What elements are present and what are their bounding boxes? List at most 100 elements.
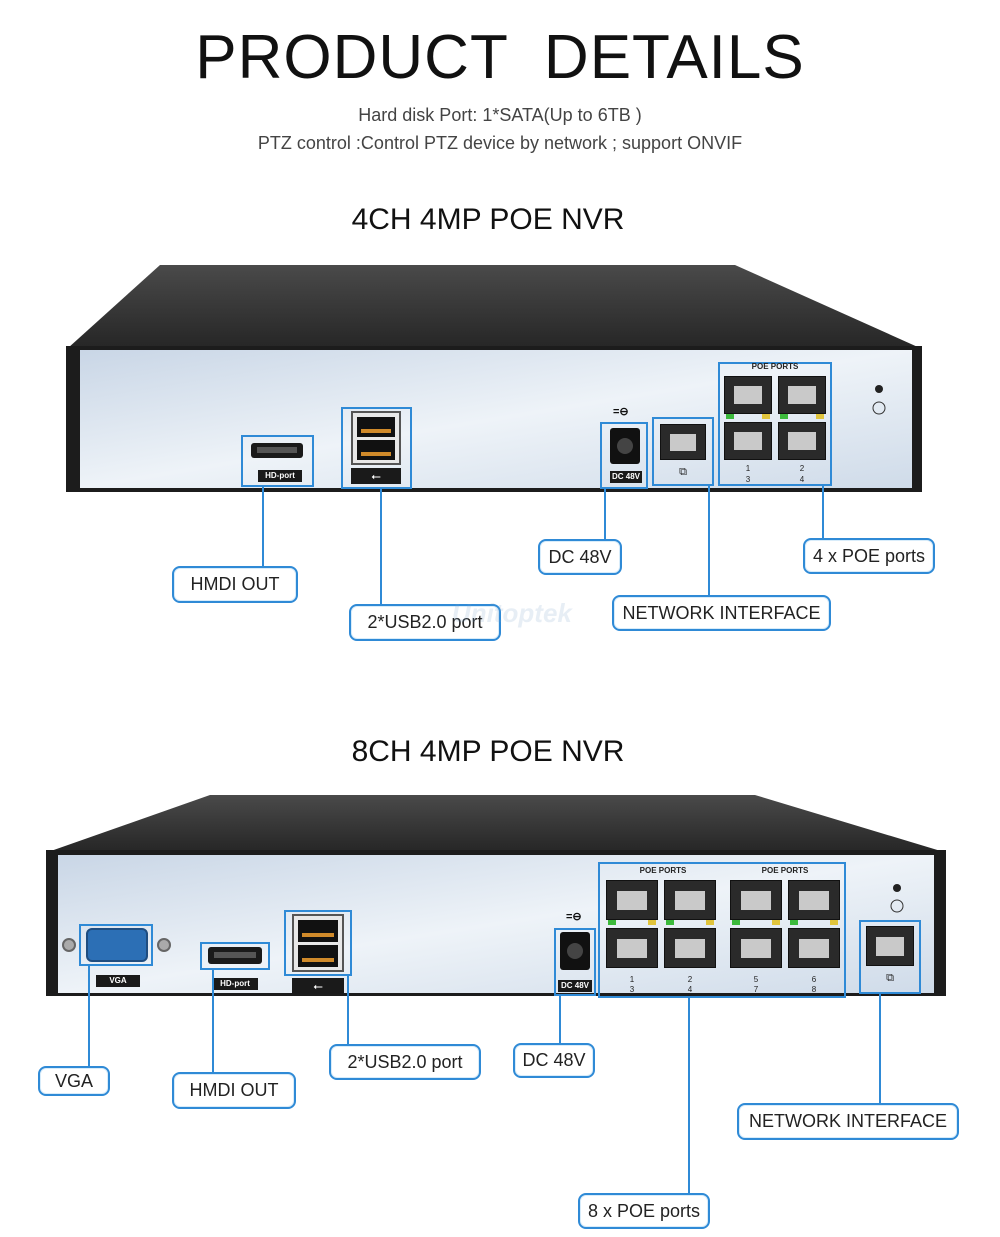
nvr4-usb-callout: 2*USB2.0 port xyxy=(349,604,501,641)
nvr4-dc-polarity-icon: =⊖ xyxy=(613,406,629,418)
ptz-spec: PTZ control :Control PTZ device by netwo… xyxy=(257,133,743,153)
nvr4-device-image xyxy=(0,0,1000,500)
nvr4-port-number: 2 xyxy=(799,464,805,473)
nvr4-poe-port-3 xyxy=(724,422,772,460)
nvr4-hdmi-highlight xyxy=(241,435,314,487)
nvr8-led xyxy=(608,920,616,925)
nvr4-title: 4CH 4MP POE NVR xyxy=(351,203,625,236)
nvr8-hdmi-leader xyxy=(212,970,214,1074)
nvr4-network-icon: ⧉ xyxy=(679,466,687,478)
nvr8-led xyxy=(732,920,740,925)
nvr4-hd-port-label: HD-port xyxy=(258,470,302,482)
nvr8-hdmi-highlight xyxy=(200,942,270,970)
hard-disk-spec: Hard disk Port: 1*SATA(Up to 6TB ) xyxy=(358,105,642,125)
nvr8-led xyxy=(772,920,780,925)
nvr8-port-number: 6 xyxy=(811,975,817,984)
nvr4-hdmi-callout: HMDI OUT xyxy=(172,566,298,603)
nvr8-port-number: 3 xyxy=(629,985,635,994)
nvr4-led xyxy=(780,414,788,419)
nvr4-hdmi-leader xyxy=(262,487,264,567)
nvr8-poe-port-7 xyxy=(730,928,782,968)
nvr8-poe-port-6 xyxy=(788,880,840,920)
nvr4-usb-leader xyxy=(380,489,382,606)
nvr8-led xyxy=(706,920,714,925)
nvr8-port-number: 7 xyxy=(753,985,759,994)
nvr8-dc-jack xyxy=(560,932,590,970)
nvr8-poe-port-1 xyxy=(606,880,658,920)
nvr8-vga-leader xyxy=(88,966,90,1068)
nvr8-usb-ports xyxy=(292,914,344,972)
nvr8-hdmi-callout: HMDI OUT xyxy=(172,1072,296,1109)
nvr8-port-number: 1 xyxy=(629,975,635,984)
nvr8-dc-highlight xyxy=(554,928,596,996)
nvr8-usb-leader xyxy=(347,976,349,1046)
nvr8-hd-port-label: HD-port xyxy=(212,978,258,990)
nvr8-poe-port-3 xyxy=(606,928,658,968)
nvr4-dc-jack xyxy=(610,428,640,464)
nvr8-poe-highlight xyxy=(598,862,846,998)
nvr8-poe-leader xyxy=(688,998,690,1194)
nvr8-vga-callout: VGA xyxy=(38,1066,110,1096)
nvr4-dc-highlight xyxy=(600,422,648,489)
nvr4-dc-label: DC 48V xyxy=(610,471,642,483)
nvr4-led xyxy=(762,414,770,419)
nvr4-poe-port-2 xyxy=(778,376,826,414)
nvr8-led xyxy=(648,920,656,925)
nvr8-port-number: 5 xyxy=(753,975,759,984)
page-title: PRODUCT DETAILS xyxy=(195,23,805,92)
nvr8-usb-callout: 2*USB2.0 port xyxy=(329,1044,481,1080)
nvr8-port-number: 2 xyxy=(687,975,693,984)
nvr8-led xyxy=(666,920,674,925)
nvr4-poe-leader xyxy=(822,486,824,540)
nvr8-poe-port-5 xyxy=(730,880,782,920)
nvr4-port-number: 3 xyxy=(745,475,751,484)
nvr4-poe-port-4 xyxy=(778,422,826,460)
nvr4-usb-highlight xyxy=(341,407,412,489)
nvr8-lan-port xyxy=(866,926,914,966)
nvr8-network-icon: ⧉ xyxy=(886,972,894,984)
nvr4-poe-port-1 xyxy=(724,376,772,414)
nvr4-network-callout: NETWORK INTERFACE xyxy=(612,595,831,631)
nvr8-network-leader xyxy=(879,994,881,1104)
nvr4-hdmi-port xyxy=(251,443,303,458)
nvr8-port-number: 4 xyxy=(687,985,693,994)
nvr8-dc-label: DC 48V xyxy=(558,980,592,992)
nvr8-device-image xyxy=(46,795,946,996)
nvr8-usb-icon: ⭠ xyxy=(292,978,344,994)
nvr4-led xyxy=(726,414,734,419)
nvr4-poe-header: POE PORTS xyxy=(751,362,799,371)
nvr4-usb-ports xyxy=(351,411,401,465)
nvr4-port-number: 1 xyxy=(745,464,751,473)
nvr8-poe-callout: 8 x POE ports xyxy=(578,1193,710,1229)
nvr8-led xyxy=(830,920,838,925)
nvr8-vga-screw-left xyxy=(62,938,76,952)
nvr8-hdmi-port xyxy=(208,947,262,964)
nvr8-port-number: 8 xyxy=(811,985,817,994)
nvr8-led xyxy=(790,920,798,925)
nvr8-vga-port xyxy=(86,928,148,962)
nvr8-lan-highlight xyxy=(859,920,921,994)
nvr8-chassis-svg xyxy=(46,795,946,996)
nvr8-dc-leader xyxy=(559,996,561,1044)
nvr8-vga-highlight xyxy=(79,924,153,966)
nvr8-title: 8CH 4MP POE NVR xyxy=(351,735,625,768)
nvr4-port-number: 4 xyxy=(799,475,805,484)
nvr4-poe-callout: 4 x POE ports xyxy=(803,538,935,574)
nvr8-poe-header-right: POE PORTS xyxy=(761,866,809,875)
nvr8-poe-port-8 xyxy=(788,928,840,968)
nvr4-chassis-svg xyxy=(66,265,922,492)
nvr8-dc-polarity-icon: =⊖ xyxy=(566,911,582,923)
nvr4-poe-highlight xyxy=(718,362,832,486)
nvr8-poe-port-4 xyxy=(664,928,716,968)
nvr4-led xyxy=(816,414,824,419)
nvr8-dc-callout: DC 48V xyxy=(513,1043,595,1078)
nvr4-lan-highlight xyxy=(652,417,714,486)
nvr4-dc-callout: DC 48V xyxy=(538,539,622,575)
nvr4-network-leader xyxy=(708,486,710,597)
nvr8-poe-header-left: POE PORTS xyxy=(639,866,687,875)
watermark: Unitoptek xyxy=(452,598,572,628)
nvr4-lan-port xyxy=(660,424,706,460)
nvr8-vga-screw-right xyxy=(157,938,171,952)
nvr4-usb-icon: ⭠ xyxy=(351,468,401,484)
nvr8-poe-port-2 xyxy=(664,880,716,920)
